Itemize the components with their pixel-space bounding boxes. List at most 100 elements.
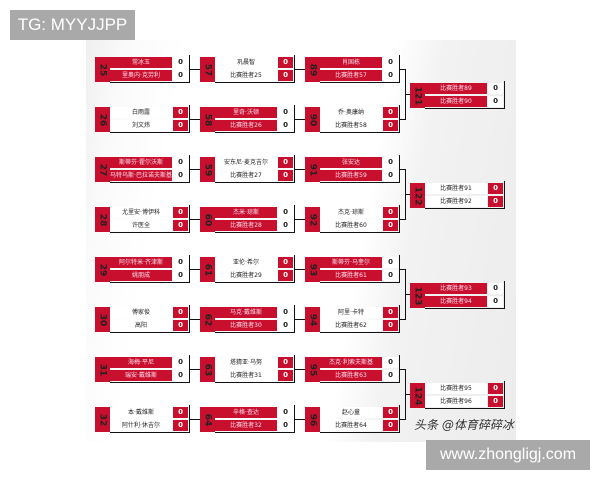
player-score: 0 xyxy=(383,207,398,218)
player-score: 0 xyxy=(383,257,398,268)
player-score: 0 xyxy=(278,70,293,81)
bracket-connector xyxy=(399,405,400,433)
player-name: 比赛胜者93 xyxy=(425,283,487,294)
player-name: 比赛胜者59 xyxy=(320,170,382,181)
bracket-connector xyxy=(399,355,400,383)
player-name: 辛格·查达 xyxy=(215,407,277,418)
bracket-connector xyxy=(110,382,190,383)
player-score: 0 xyxy=(173,70,188,81)
match-number-badge: 62 xyxy=(200,307,215,332)
match-number-badge: 60 xyxy=(200,207,215,232)
bracket-connector xyxy=(110,132,190,133)
player-score: 0 xyxy=(278,57,293,68)
player-score: 0 xyxy=(383,70,398,81)
match-number-badge: 124 xyxy=(410,383,425,408)
match-number-badge: 59 xyxy=(200,157,215,182)
player-score: 0 xyxy=(383,357,398,368)
bracket-connector xyxy=(425,408,505,409)
match-number-badge: 123 xyxy=(410,283,425,308)
match-number-badge: 64 xyxy=(200,407,215,432)
match-number-badge: 30 xyxy=(95,307,110,332)
watermark: 头条 @体育碎碎冰 xyxy=(414,418,514,432)
bracket-connector xyxy=(190,69,200,70)
match-number-badge: 95 xyxy=(305,357,320,382)
player-score: 0 xyxy=(383,107,398,118)
bracket-connector xyxy=(215,182,295,183)
player-score: 0 xyxy=(383,120,398,131)
bracket-connector xyxy=(190,269,200,270)
player-name: 比赛胜者28 xyxy=(215,220,277,231)
bracket-connector xyxy=(190,369,200,370)
bracket-connector xyxy=(400,169,406,170)
bracket-connector xyxy=(110,282,190,283)
player-score: 0 xyxy=(383,57,398,68)
player-name: 尤里安·博伊科 xyxy=(110,207,172,218)
match-number-badge: 29 xyxy=(95,257,110,282)
bracket-connector xyxy=(400,69,406,70)
player-score: 0 xyxy=(383,420,398,431)
match-number-badge: 27 xyxy=(95,157,110,182)
